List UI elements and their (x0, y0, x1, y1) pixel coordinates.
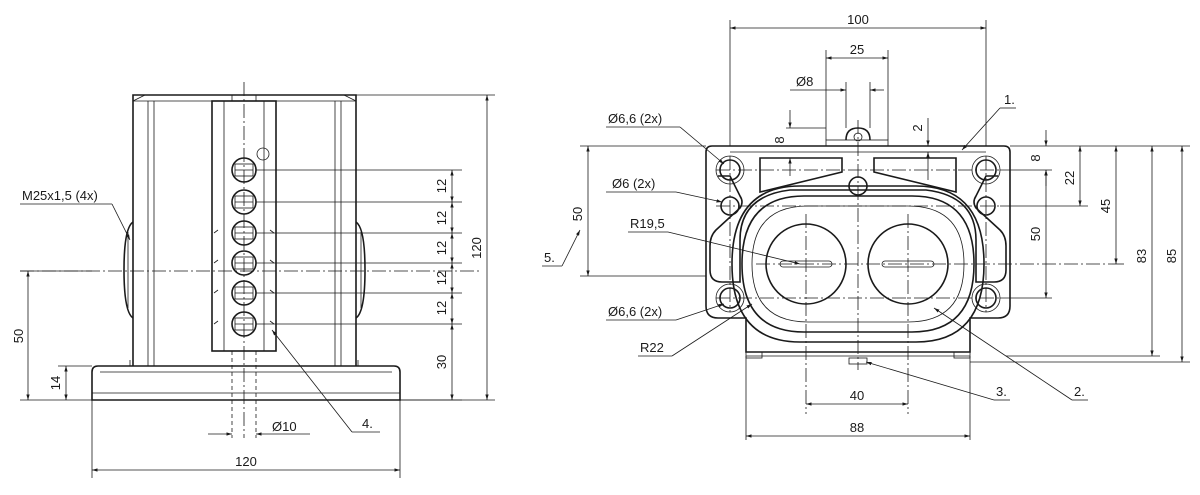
dim-120-horizontal: 120 (235, 454, 257, 469)
callout-3: 3. (996, 384, 1007, 399)
dim-12-3: 12 (434, 241, 449, 255)
left-side-view: 12 12 12 12 12 12 30 120 50 14 120 Ø10 (11, 82, 495, 478)
dim-40: 40 (850, 388, 864, 403)
dim-50-left-view: 50 (570, 207, 585, 221)
dim-50-left: 50 (11, 329, 26, 343)
dim-diameter-8: Ø8 (796, 74, 813, 89)
dim-100: 100 (847, 12, 869, 27)
label-r19-5: R19,5 (630, 216, 665, 231)
base-plate (91, 365, 401, 401)
callout-5: 5. (544, 250, 555, 265)
label-dia66-top: Ø6,6 (2x) (608, 111, 662, 126)
label-dia66-bottom: Ø6,6 (2x) (608, 304, 662, 319)
dim-8-right: 8 (1028, 154, 1043, 161)
dim-85: 85 (1164, 249, 1179, 263)
dim-12-1: 12 (434, 179, 449, 193)
dim-12-2: 12 (434, 211, 449, 225)
dim-8-top: 8 (772, 136, 787, 143)
dim-83: 83 (1134, 249, 1149, 263)
thread-label: M25x1,5 (4x) (22, 188, 98, 203)
label-r22: R22 (640, 340, 664, 355)
callout-1: 1. (1004, 92, 1015, 107)
dim-120-vertical: 120 (469, 237, 484, 259)
screw-hole (256, 147, 270, 161)
housing-body (132, 94, 357, 366)
dim-50-right: 50 (1028, 227, 1043, 241)
dim-2: 2 (910, 124, 925, 131)
dim-diameter-10: Ø10 (272, 419, 297, 434)
dim-25: 25 (850, 42, 864, 57)
cavity-outer (731, 185, 985, 343)
dim-88: 88 (850, 420, 864, 435)
cable-entry-left (123, 221, 134, 319)
label-dia6: Ø6 (2x) (612, 176, 655, 191)
dim-14: 14 (48, 376, 63, 390)
dim-30: 30 (434, 355, 449, 369)
callout-2: 2. (1074, 384, 1085, 399)
right-front-view: 100 25 Ø8 8 2 8 22 45 50 83 85 50 40 88 … (542, 12, 1190, 440)
dim-12-5: 12 (434, 301, 449, 315)
cable-entry-right (355, 221, 366, 319)
dim-22: 22 (1062, 171, 1077, 185)
dim-45: 45 (1098, 199, 1113, 213)
callout-4: 4. (362, 416, 373, 431)
dim-12-4: 12 (434, 271, 449, 285)
